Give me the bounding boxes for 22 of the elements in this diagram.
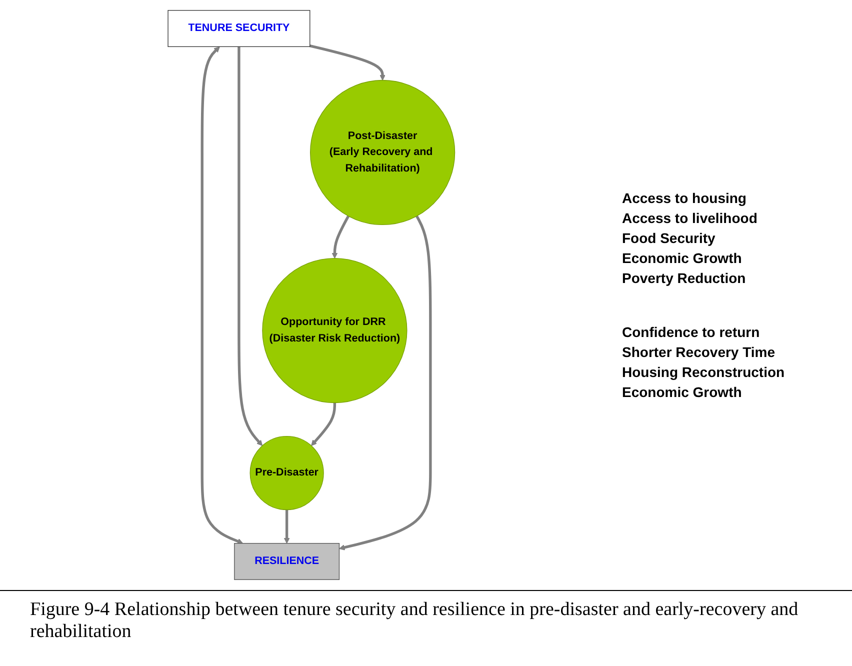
arrow [338,215,432,550]
node-box: TENURE SECURITY [167,10,310,47]
arrow [309,44,386,81]
benefit-label: Shorter Recovery Time [622,344,776,360]
node-circle: Opportunity for DRR (Disaster Risk Reduction) [262,258,407,404]
figure-caption: Figure 9-4 Relationship between tenure security and resilience in pre-disaster and early-recovery and rehabilitation [0,590,852,651]
benefit-label: Confidence to return [622,324,761,340]
arrow [283,510,290,544]
benefit-label: Access to livelihood [622,210,758,226]
benefit-label: Access to housing [622,190,748,206]
node-box: RESILIENCE [234,543,340,580]
benefit-label: Housing Reconstruction [622,364,786,380]
arrow [310,402,336,446]
benefit-label: Economic Growth [622,250,743,266]
arrow [237,46,262,446]
arrow [331,215,350,259]
benefit-label: Economic Growth [622,384,743,400]
benefit-label: Food Security [622,230,716,246]
benefit-label: Poverty Reduction [622,270,747,286]
arrow [200,46,243,544]
node-circle: Pre-Disaster [249,436,324,510]
node-circle: Post-Disaster (Early Recovery and Rehabilitation) [310,80,455,226]
